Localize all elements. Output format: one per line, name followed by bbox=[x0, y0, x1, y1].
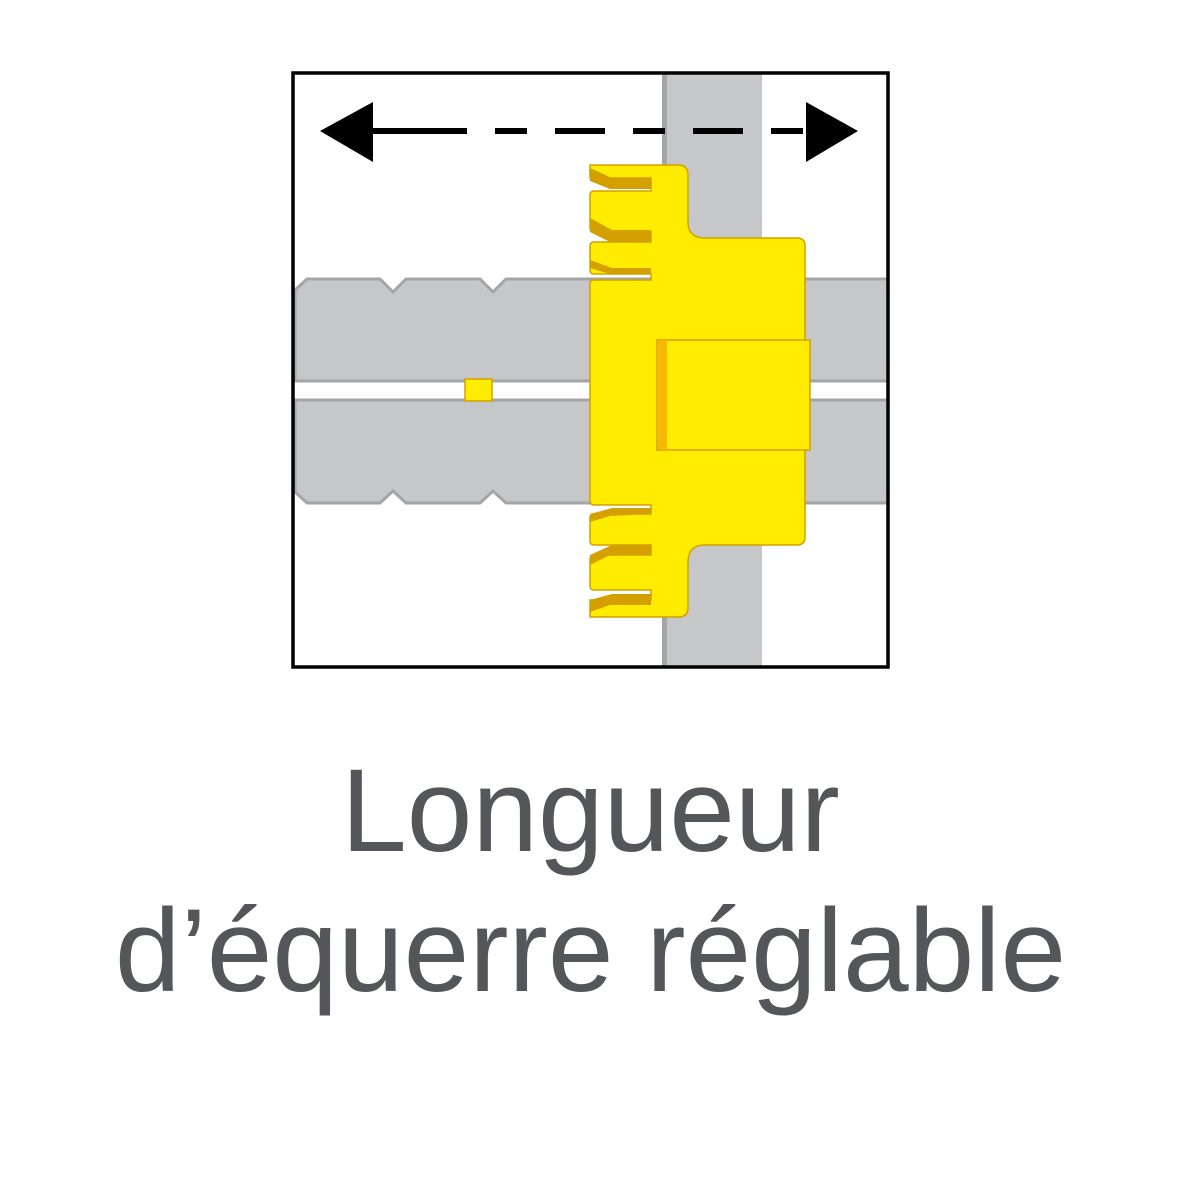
bracket-icon bbox=[589, 164, 811, 618]
adjustable-bracket-illustration bbox=[291, 71, 890, 669]
marker-square bbox=[464, 378, 493, 402]
caption-line-2: d’équerre réglable bbox=[114, 885, 1067, 1017]
caption-line-1: Longueur bbox=[341, 745, 840, 877]
double-arrow-icon bbox=[320, 102, 858, 162]
frame-border bbox=[291, 71, 890, 669]
